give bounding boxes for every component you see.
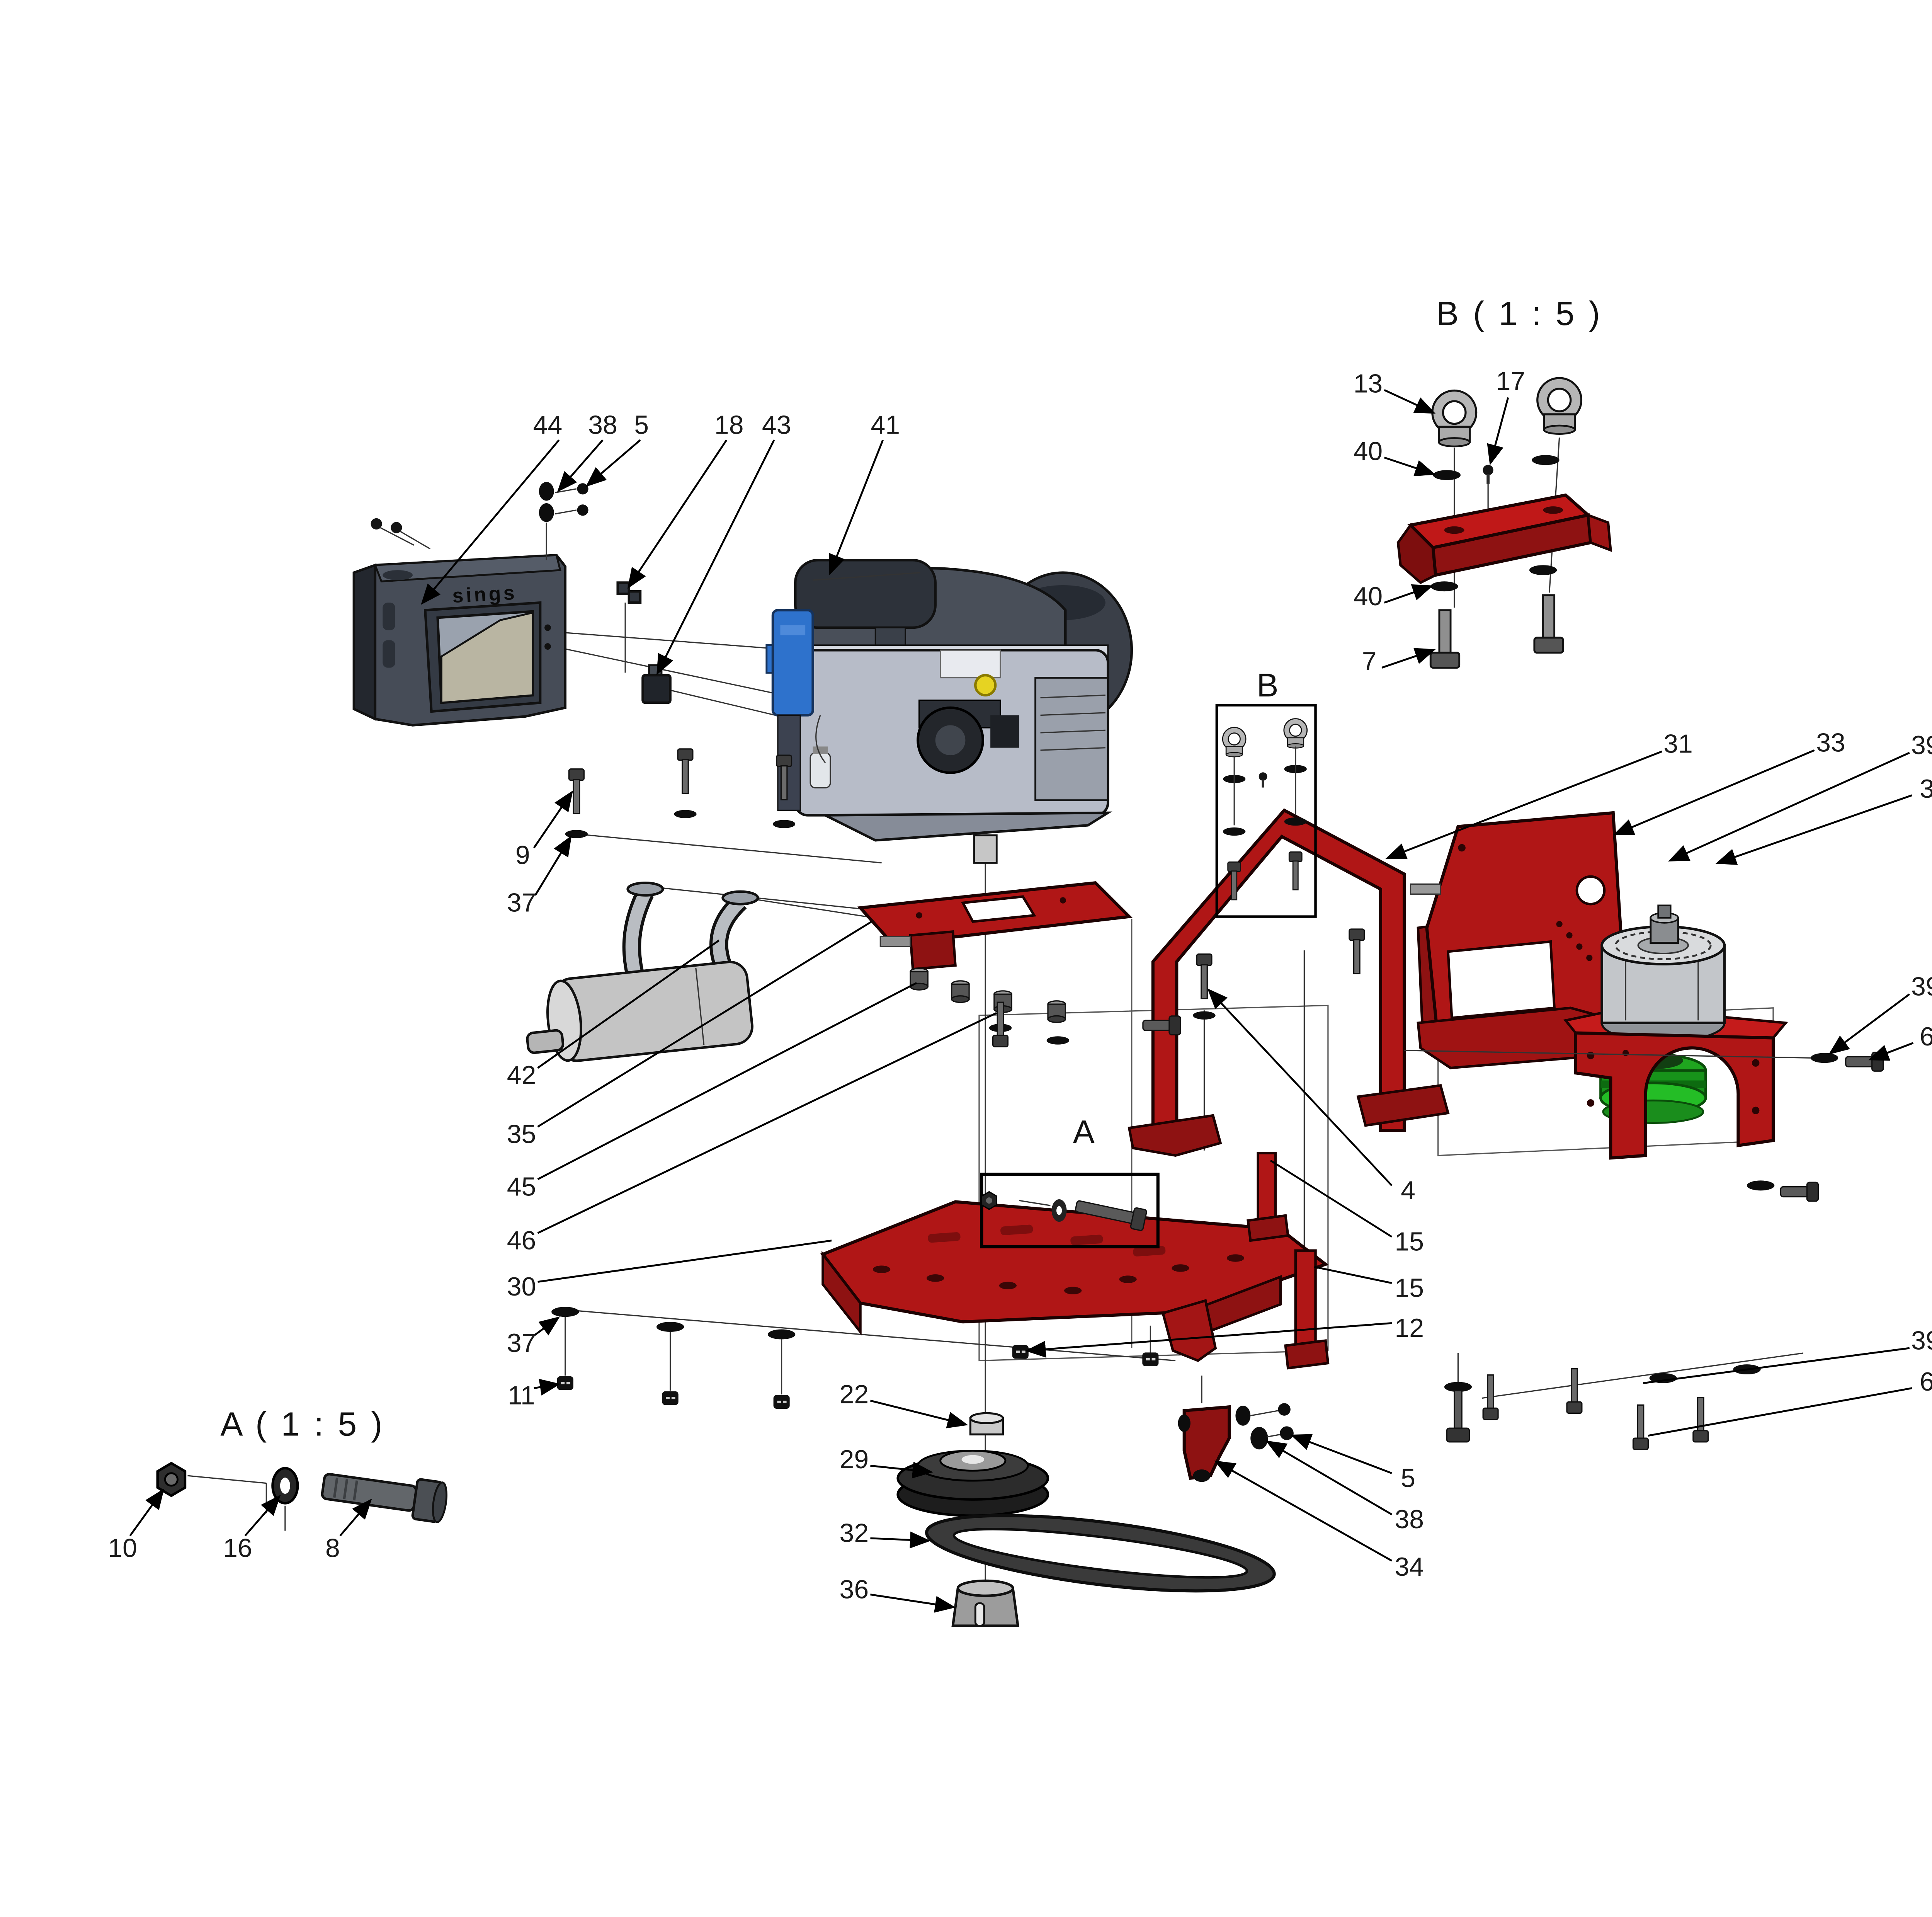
plate-bolts bbox=[565, 748, 796, 838]
callout-38b: 38 bbox=[1395, 1505, 1424, 1534]
callout-39a: 39 bbox=[1911, 730, 1932, 760]
vibration-isolators bbox=[910, 967, 1069, 1047]
callout-3: 3 bbox=[1920, 774, 1932, 804]
callout-12: 12 bbox=[1395, 1313, 1424, 1343]
bolt-6 bbox=[1845, 1052, 1884, 1072]
spacer-leg-15a bbox=[1247, 1152, 1289, 1242]
callout-38: 38 bbox=[588, 410, 617, 439]
detail-box-a: A bbox=[980, 1113, 1160, 1248]
detail-b-title: B ( 1 : 5 ) bbox=[1436, 295, 1602, 332]
callout-16: 16 bbox=[223, 1534, 252, 1563]
muffler bbox=[526, 881, 759, 1062]
drive-stack bbox=[896, 1345, 1276, 1627]
leader-lines bbox=[129, 389, 1914, 1613]
callout-15b: 15 bbox=[1395, 1273, 1424, 1302]
callout-34: 34 bbox=[1395, 1552, 1424, 1582]
oil-cap bbox=[974, 674, 997, 697]
callout-29: 29 bbox=[840, 1445, 869, 1474]
callout-7: 7 bbox=[1362, 647, 1377, 676]
callout-15a: 15 bbox=[1395, 1227, 1424, 1256]
washer-39 bbox=[1811, 1053, 1838, 1063]
callout-40a: 40 bbox=[1354, 436, 1383, 466]
callout-39b: 39 bbox=[1911, 972, 1932, 1001]
arch-frame bbox=[1128, 808, 1450, 1157]
callout-22: 22 bbox=[840, 1379, 869, 1409]
callout-4: 4 bbox=[1401, 1176, 1415, 1205]
callout-32: 32 bbox=[840, 1519, 869, 1548]
brand-logo-text: sings bbox=[452, 581, 517, 607]
frame-washer bbox=[1193, 1011, 1216, 1020]
callout-37a: 37 bbox=[507, 888, 536, 918]
callout-5: 5 bbox=[634, 410, 649, 439]
callout-31: 31 bbox=[1663, 729, 1693, 759]
washer-39b bbox=[1747, 1180, 1775, 1191]
cap-36 bbox=[951, 1579, 1020, 1627]
callout-41: 41 bbox=[871, 410, 900, 439]
air-filter-cover: sings bbox=[352, 553, 567, 727]
callout-10: 10 bbox=[108, 1534, 137, 1563]
bottom-fasteners bbox=[551, 1307, 1761, 1450]
cover-fasteners bbox=[371, 482, 588, 560]
detail-b-letter: B bbox=[1257, 667, 1278, 703]
callout-17: 17 bbox=[1496, 366, 1526, 396]
callout-8: 8 bbox=[325, 1534, 340, 1563]
detail-a-title: A ( 1 : 5 ) bbox=[220, 1405, 385, 1443]
spacer-leg-15b bbox=[1284, 1249, 1330, 1370]
callout-39c: 39 bbox=[1911, 1326, 1932, 1355]
clutch-assembly bbox=[1417, 904, 1788, 1160]
callout-46: 46 bbox=[507, 1226, 536, 1255]
bolt-6b bbox=[1780, 1182, 1819, 1202]
detail-a-letter: A bbox=[1073, 1113, 1095, 1150]
callout-9: 9 bbox=[515, 841, 530, 870]
callout-45: 45 bbox=[507, 1172, 536, 1201]
detail-view-a: A ( 1 : 5 ) bbox=[156, 1405, 447, 1531]
callout-18: 18 bbox=[714, 410, 744, 439]
callout-6b: 6 bbox=[1920, 1367, 1932, 1396]
callout-37b: 37 bbox=[507, 1328, 536, 1358]
clamp-part bbox=[616, 581, 642, 673]
detail-box-b: B bbox=[1215, 667, 1317, 918]
corner-bracket-34 bbox=[1178, 1376, 1294, 1482]
callout-35: 35 bbox=[507, 1119, 536, 1149]
callout-40b: 40 bbox=[1354, 582, 1383, 611]
callout-36: 36 bbox=[840, 1575, 869, 1604]
callout-42: 42 bbox=[507, 1061, 536, 1090]
callout-44: 44 bbox=[533, 410, 563, 439]
base-plate bbox=[820, 1200, 1329, 1362]
pulley-29 bbox=[896, 1450, 1049, 1517]
callout-30: 30 bbox=[507, 1272, 536, 1301]
spacer-22 bbox=[969, 1412, 1004, 1435]
callout-11: 11 bbox=[508, 1381, 535, 1410]
frame-bolt bbox=[1349, 928, 1365, 974]
side-panel bbox=[1410, 811, 1630, 1057]
engine-mount-plate bbox=[857, 881, 1133, 971]
engine bbox=[765, 559, 1133, 864]
nut-12 bbox=[1012, 1345, 1029, 1359]
callout-33: 33 bbox=[1816, 728, 1845, 757]
callout-43: 43 bbox=[762, 410, 791, 439]
callout-5b: 5 bbox=[1401, 1463, 1415, 1493]
callout-6a: 6 bbox=[1920, 1022, 1932, 1051]
detail-view-b: B ( 1 : 5 ) bbox=[1396, 295, 1612, 669]
crankshaft bbox=[973, 834, 998, 864]
callout-13: 13 bbox=[1354, 369, 1383, 398]
